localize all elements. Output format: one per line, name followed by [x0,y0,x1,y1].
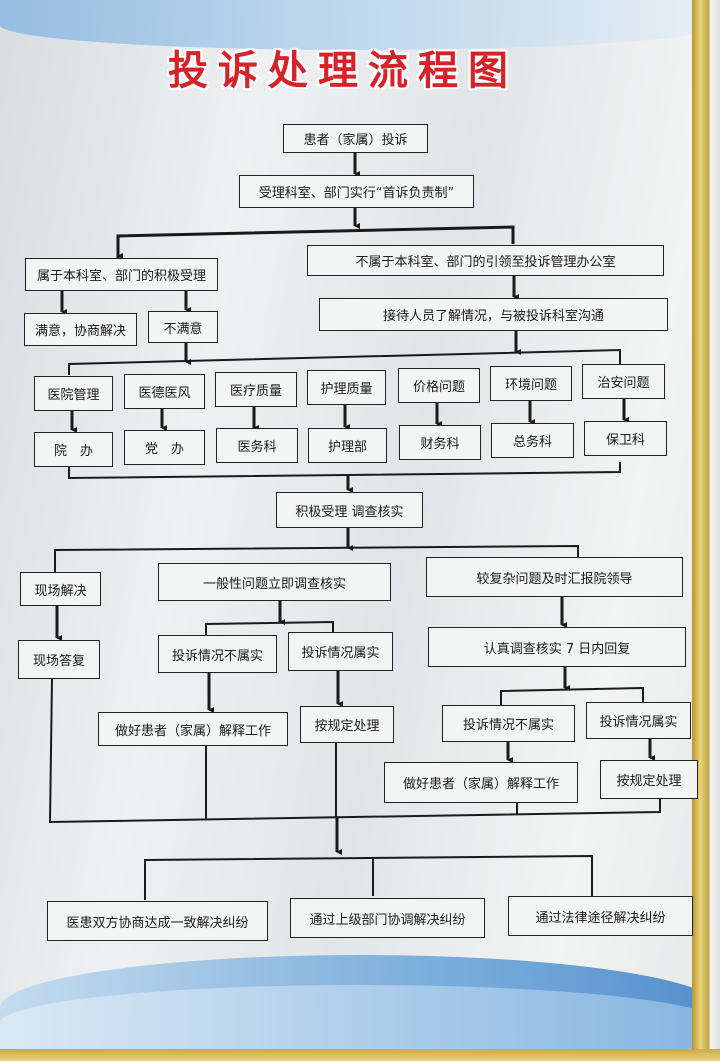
right-true-box: 投诉情况属实 [586,702,691,739]
issue-box: 医院管理 [34,376,113,411]
dept-box: 总务科 [491,423,574,458]
issue-box: 价格问题 [398,368,480,403]
onsite-reply-box: 现场答复 [18,640,100,679]
left-handle-box: 按规定处理 [300,706,394,743]
complex-issue-box: 较复杂问题及时汇报院领导 [426,557,683,597]
onsite-resolve-box: 现场解决 [20,572,101,606]
outcome-box: 医患双方协商达成一致解决纠纷 [47,901,268,941]
outcome-box: 通过上级部门协调解决纠纷 [290,898,485,938]
gold-frame-bottom [0,1049,720,1061]
right-explain-box: 做好患者（家属）解释工作 [384,762,578,803]
issue-box: 护理质量 [307,370,386,405]
issue-box: 治安问题 [582,364,665,399]
own-dept-box: 属于本科室、部门的积极受理 [25,258,218,291]
unsatisfied-box: 不满意 [148,311,218,343]
investigate-box: 积极受理 调查核实 [276,492,423,528]
right-not-true-box: 投诉情况不属实 [442,705,575,742]
dept-box: 院 办 [34,432,113,467]
top-decoration [0,0,720,50]
issue-box: 环境问题 [490,366,572,401]
seven-day-box: 认真调查核实 7 日内回复 [428,627,686,667]
dept-box: 护理部 [308,428,387,463]
first-responsibility-box: 受理科室、部门实行“首诉负责制” [239,175,474,208]
dept-box: 医务科 [216,428,298,463]
complaint-start-box: 患者（家属）投诉 [283,124,428,153]
satisfied-box: 满意，协商解决 [24,313,137,346]
dept-box: 财务科 [399,425,481,460]
bottom-decoration-2 [0,985,720,1061]
poster-title: 投诉处理流程图 [168,48,518,94]
left-explain-box: 做好患者（家属）解释工作 [98,712,288,746]
reception-box: 接待人员了解情况，与被投诉科室沟通 [319,298,668,331]
other-dept-box: 不属于本科室、部门的引领至投诉管理办公室 [307,245,664,276]
general-issue-box: 一般性问题立即调查核实 [158,563,391,601]
issue-box: 医疗质量 [215,372,297,407]
dept-box: 保卫科 [584,421,667,456]
right-handle-box: 按规定处理 [600,760,698,799]
gold-frame [692,0,720,1061]
left-true-box: 投诉情况属实 [288,632,393,671]
issue-box: 医德医风 [124,374,205,409]
dept-box: 党 办 [124,430,205,465]
outcome-box: 通过法律途径解决纠纷 [508,896,693,936]
left-not-true-box: 投诉情况不属实 [158,635,277,673]
